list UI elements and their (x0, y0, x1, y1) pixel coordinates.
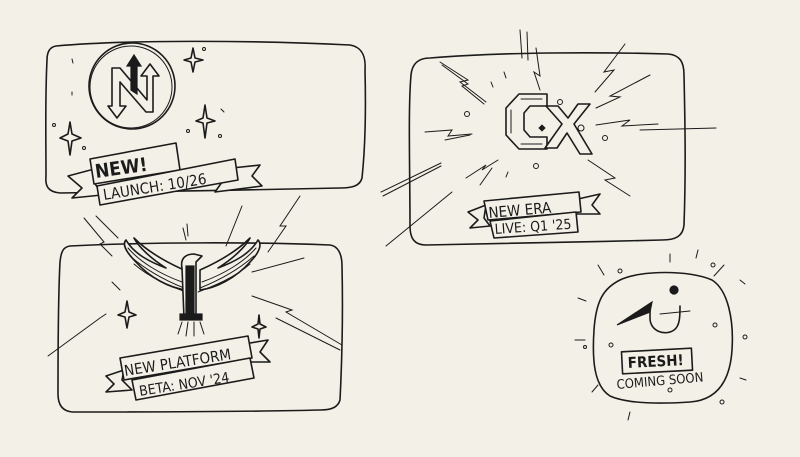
ribbon-banner: NEW PLATFORM BETA: NOV '24 (105, 335, 271, 401)
ribbon-banner: NEW! LAUNCH: 10/26 (67, 142, 263, 206)
sparkle-icon (195, 104, 216, 139)
ui-swoosh-logo-icon (616, 285, 691, 334)
card-n-logo: NEW! LAUNCH: 10/26 (44, 40, 367, 206)
phoenix-i-logo-icon (123, 237, 261, 337)
card-cx-logo: NEW ERA LIVE: Q1 '25 (380, 29, 717, 247)
card-ui-logo: FRESH! COMING SOON (574, 249, 748, 421)
badge-title: FRESH! (627, 351, 684, 372)
sparkle-icon (251, 314, 267, 339)
cx-hexagon-logo-icon (505, 93, 593, 155)
sparkle-icon (117, 300, 137, 329)
card-phoenix-logo: NEW PLATFORM BETA: NOV '24 (47, 195, 344, 413)
n-arrows-logo-icon (88, 42, 176, 130)
sparkle-icon (59, 121, 82, 156)
ribbon-banner: NEW ERA LIVE: Q1 '25 (467, 191, 601, 239)
sparkle-icon (183, 47, 204, 73)
badge-subtitle: LIVE: Q1 '25 (494, 217, 572, 238)
badge-box (620, 347, 694, 375)
badge-title: NEW ERA (488, 199, 553, 222)
